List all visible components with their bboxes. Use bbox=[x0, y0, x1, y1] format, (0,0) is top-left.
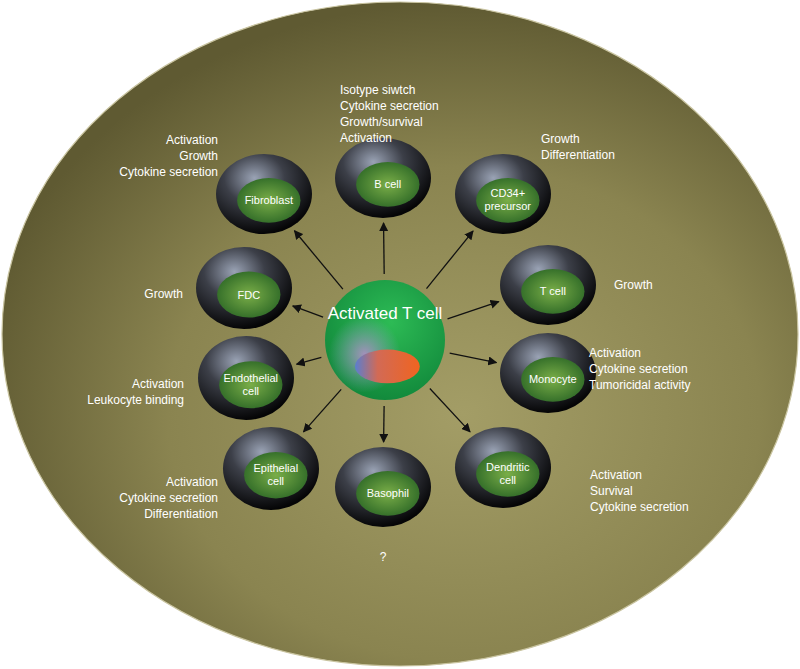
arrow bbox=[450, 353, 497, 362]
cell: Epithelial cellActivation Cytokine secre… bbox=[223, 427, 319, 510]
cell: B cellIsotype siwtch Cytokine secretion … bbox=[335, 138, 431, 218]
function-label: Activation Cytokine secretion Differenti… bbox=[119, 474, 218, 522]
arrow bbox=[448, 302, 499, 319]
cell: CD34+ precursorGrowth Differentiation bbox=[455, 154, 551, 234]
cell-shape bbox=[196, 247, 292, 329]
function-label: Activation Cytokine secretion Tumoricida… bbox=[589, 345, 691, 393]
arrow bbox=[304, 389, 342, 431]
cell-body bbox=[325, 280, 445, 400]
cell: FibroblastActivation Growth Cytokine sec… bbox=[216, 154, 312, 234]
function-label: ? bbox=[380, 549, 387, 565]
cell-name: Basophil bbox=[367, 487, 409, 500]
cell: FDCGrowth bbox=[196, 247, 292, 329]
arrow bbox=[383, 223, 385, 274]
cell-name: Monocyte bbox=[529, 373, 577, 386]
activated-cell: Activated T cell bbox=[325, 280, 445, 400]
arrow bbox=[383, 406, 385, 442]
cell: MonocyteActivation Cytokine secretion Tu… bbox=[500, 333, 596, 413]
cell-name: T cell bbox=[540, 285, 566, 298]
arrow bbox=[430, 388, 470, 431]
cell-title: Activated T cell bbox=[325, 304, 445, 324]
cell-name: Epithelial cell bbox=[253, 462, 298, 488]
function-label: Activation Growth Cytokine secretion bbox=[119, 132, 218, 180]
cell-name: Dendritic cell bbox=[486, 461, 529, 487]
arrow bbox=[297, 357, 322, 364]
cell: Basophil? bbox=[335, 447, 431, 527]
cell: T cellGrowth bbox=[500, 245, 596, 325]
function-label: Growth bbox=[144, 286, 183, 302]
function-label: Isotype siwtch Cytokine secretion Growth… bbox=[340, 82, 439, 146]
cell-name: B cell bbox=[374, 178, 401, 191]
cell: Endothelial cellActivation Leukocyte bin… bbox=[198, 336, 294, 420]
function-label: Growth Differentiation bbox=[541, 131, 615, 163]
cell-name: Fibroblast bbox=[245, 194, 293, 207]
cell-name: Endothelial cell bbox=[224, 372, 278, 398]
arrow bbox=[293, 306, 323, 317]
arrow bbox=[426, 231, 473, 289]
cell: Dendritic cellActivation Survival Cytoki… bbox=[455, 427, 551, 508]
cell-name: CD34+ precursor bbox=[485, 187, 531, 213]
function-label: Activation Survival Cytokine secretion bbox=[590, 467, 689, 515]
arrow bbox=[294, 231, 342, 289]
function-label: Growth bbox=[614, 277, 653, 293]
cell-name: FDC bbox=[237, 288, 260, 301]
function-label: Activation Leukocyte binding bbox=[87, 376, 184, 408]
